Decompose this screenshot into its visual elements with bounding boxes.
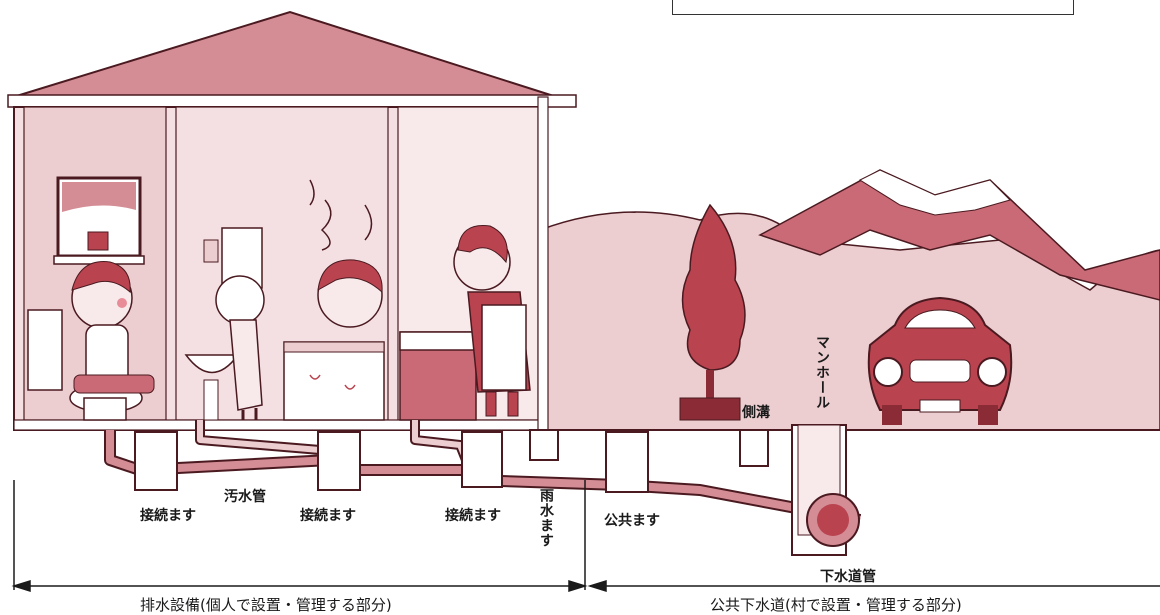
rainwater-box-label: 雨水ます bbox=[538, 488, 554, 548]
manhole bbox=[791, 424, 860, 556]
window bbox=[53, 176, 145, 265]
sewer-pipe-label: 下水道管 bbox=[820, 569, 876, 585]
title-box bbox=[672, 0, 1074, 15]
house-roof bbox=[7, 10, 577, 108]
connection-box-label-2: 接続ます bbox=[300, 508, 356, 524]
connection-box-label-1: 接続ます bbox=[140, 508, 196, 524]
side-ditch-label: 側溝 bbox=[742, 405, 770, 421]
kitchen-scene bbox=[399, 225, 531, 421]
mountains bbox=[539, 169, 1160, 431]
section-arrows bbox=[11, 480, 1160, 593]
manhole-label: マンホール bbox=[814, 335, 830, 410]
bathtub-scene bbox=[283, 179, 385, 421]
connection-boxes bbox=[134, 429, 769, 493]
public-box-label: 公共ます bbox=[604, 513, 660, 529]
tree bbox=[679, 203, 746, 421]
toilet-scene bbox=[27, 261, 155, 421]
private-section-label: 排水設備(個人で設置・管理する部分) bbox=[140, 596, 392, 614]
car bbox=[867, 296, 1013, 425]
washroom-scene bbox=[184, 227, 265, 421]
sewage-pipe-label: 汚水管 bbox=[224, 489, 266, 505]
public-section-label: 公共下水道(村で設置・管理する部分) bbox=[710, 596, 962, 614]
connection-box-label-3: 接続ます bbox=[445, 508, 501, 524]
